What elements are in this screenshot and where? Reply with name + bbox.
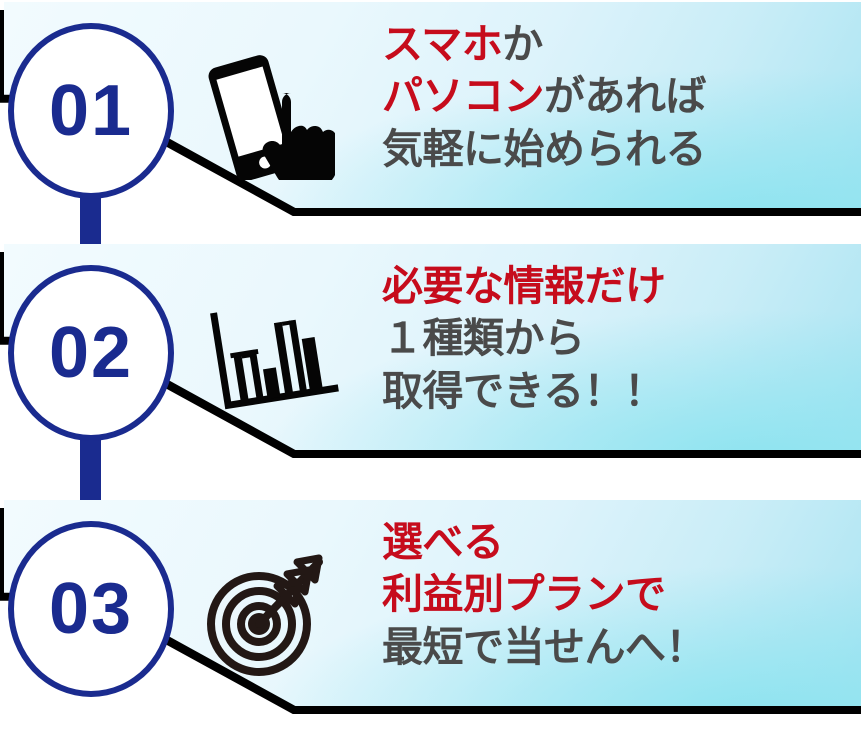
- line-2-emphasis: パソコン: [382, 73, 545, 120]
- step-text-01: スマホか パソコンがあれば 気軽に始められる: [382, 18, 852, 175]
- step-text-line-1: スマホか: [382, 18, 852, 70]
- line-2-rest: があれば: [544, 73, 707, 120]
- step-text-02: 必要な情報だけ １種類から 取得できる！！: [382, 260, 852, 417]
- step-number-label: 01: [48, 71, 134, 151]
- step-text-line-1: 必要な情報だけ: [382, 260, 852, 312]
- step-number-label: 02: [48, 313, 134, 393]
- step-text-line-3: 最短で当せんへ！: [382, 623, 707, 670]
- step-badge-01: 01: [8, 23, 174, 199]
- step-number-label: 03: [48, 569, 134, 649]
- step-row-02: 02: [0, 242, 861, 462]
- step-text-line-2: 利益別プランで: [382, 568, 852, 620]
- step-text-line-3: 取得できる！！: [382, 367, 665, 414]
- step-text-line-2: パソコンがあれば: [382, 70, 852, 122]
- step-text-line-1: 選べる: [382, 516, 852, 568]
- step-badge-02: 02: [8, 265, 174, 441]
- line-2-emphasis: 利益別プランで: [382, 571, 666, 618]
- line-1-rest: か: [502, 21, 543, 67]
- step-text-line-3: 気軽に始められる: [382, 125, 707, 172]
- smartphone-tap-icon: [196, 44, 346, 184]
- line-1-emphasis: 必要な情報だけ: [382, 263, 666, 309]
- step-text-line-2: １種類から: [382, 312, 852, 364]
- bar-chart-icon: [196, 286, 346, 426]
- step-row-01: 01 スマホか パソコンがあれば 気軽に始められる: [0, 0, 861, 220]
- line-2-rest: １種類から: [382, 315, 585, 362]
- line-1-emphasis: 選べる: [382, 519, 504, 565]
- step-badge-03: 03: [8, 521, 174, 697]
- line-1-emphasis: スマホ: [382, 21, 503, 67]
- target-arrow-icon: [196, 542, 346, 682]
- step-text-03: 選べる 利益別プランで 最短で当せんへ！: [382, 516, 852, 673]
- step-row-03: 03 選べる 利益別プラ: [0, 498, 861, 718]
